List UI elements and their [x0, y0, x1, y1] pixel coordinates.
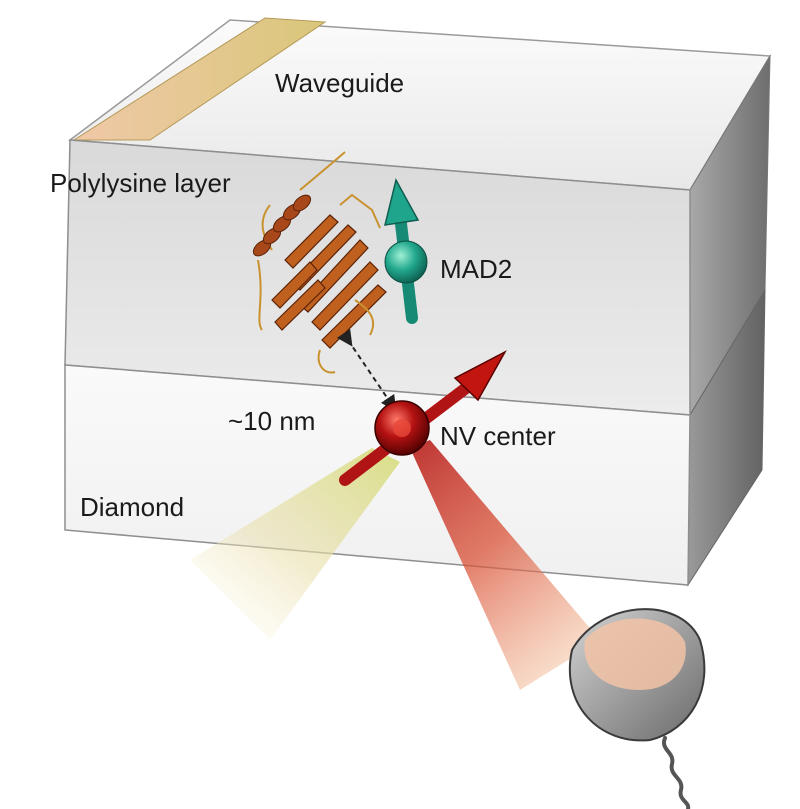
label-mad2: MAD2: [440, 254, 512, 284]
distance-arrow: [336, 328, 397, 412]
label-diamond: Diamond: [80, 492, 184, 522]
mad2-spin: [384, 177, 428, 324]
slab-block: [64, 17, 772, 587]
nv-center-spin: [339, 350, 507, 486]
label-waveguide: Waveguide: [275, 68, 404, 98]
detector-cable: [662, 736, 691, 809]
photodetector: [569, 608, 706, 809]
mad2-protein: [252, 151, 387, 374]
label-distance: ~10 nm: [228, 406, 315, 436]
waveguide-strip: [72, 17, 327, 141]
label-polylysine-layer: Polylysine layer: [50, 168, 231, 198]
fluorescence-beam: [410, 440, 600, 690]
label-nv-center: NV center: [440, 421, 556, 451]
excitation-beam: [190, 448, 400, 640]
